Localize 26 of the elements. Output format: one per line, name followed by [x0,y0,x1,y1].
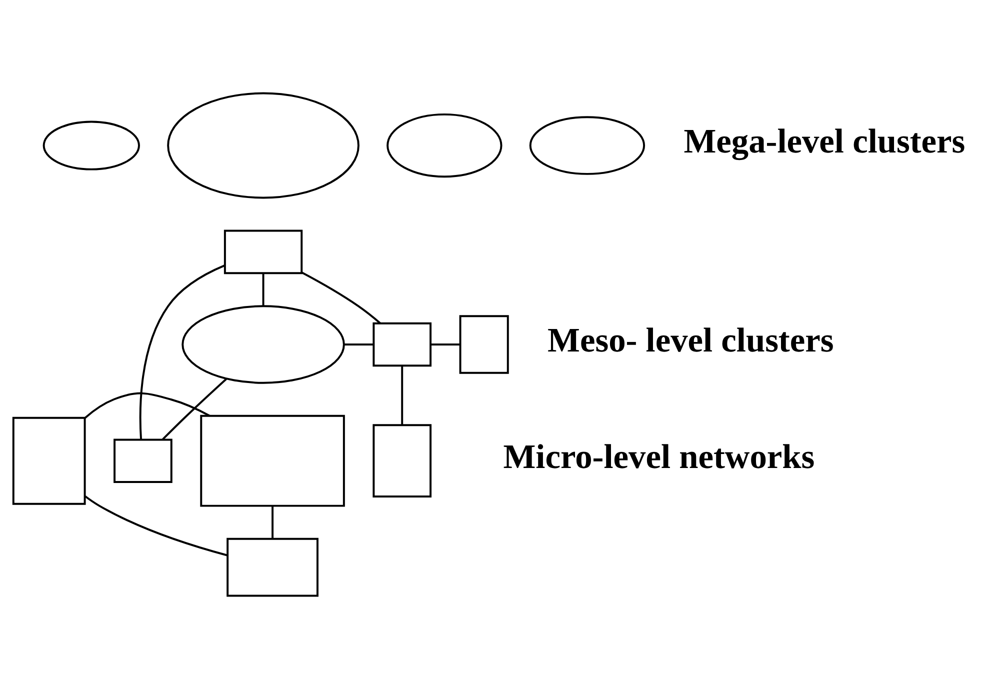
connector [301,271,381,324]
connector [84,494,228,556]
node-box [12,416,86,504]
connector [272,506,274,538]
node-ellipse [529,116,646,174]
node-box [114,438,172,482]
label: Meso- level clusters [548,321,834,360]
connector [344,343,374,345]
node-ellipse [386,112,502,178]
label: Micro-level networks [503,437,815,476]
node-box [372,322,432,366]
node-box [372,424,432,498]
connector [262,272,264,306]
connector [139,264,226,440]
node-box [224,229,303,274]
node-ellipse [182,304,345,384]
node-box [226,537,318,596]
node-box [200,414,345,506]
connector [430,343,460,345]
connector [162,378,227,440]
node-ellipse [42,120,140,170]
connector [401,366,404,425]
connector [84,392,210,418]
label: Mega-level clusters [684,122,966,160]
node-box [459,314,509,374]
node-ellipse [167,92,360,198]
